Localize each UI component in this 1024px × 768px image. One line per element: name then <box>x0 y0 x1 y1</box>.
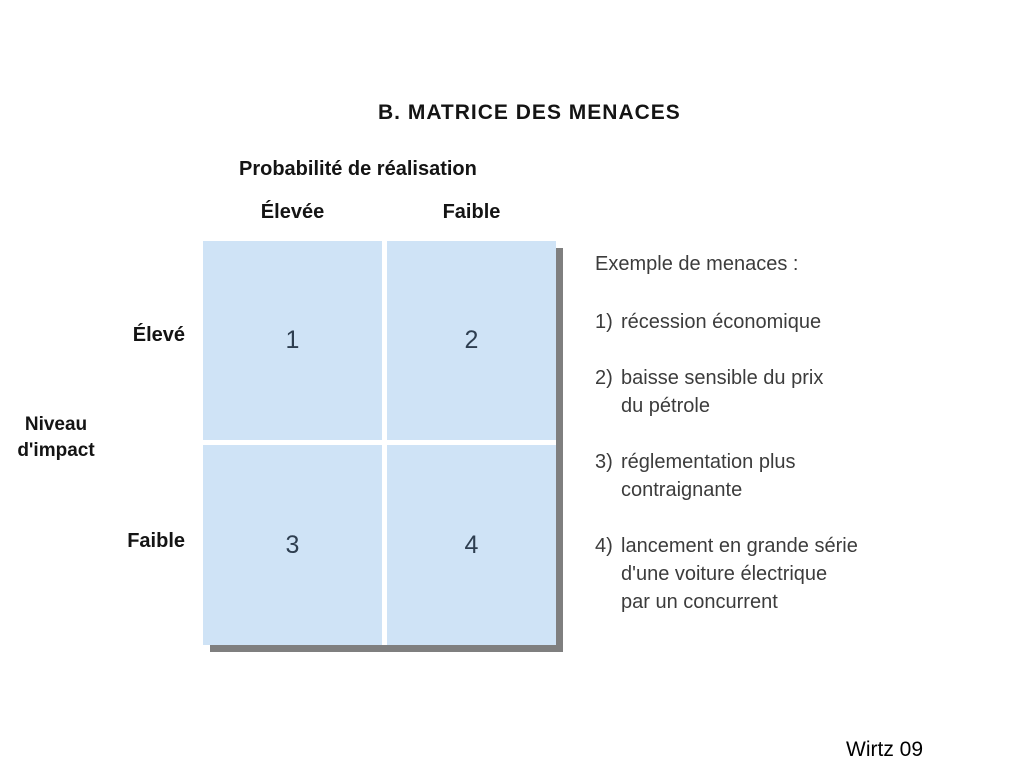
threat-item-text: récession économique <box>621 311 822 333</box>
threat-item-1: 1) récession économique <box>595 308 935 336</box>
column-header-faible: Faible <box>442 201 501 223</box>
threat-item-2: 2) baisse sensible du prix du pétrole <box>595 364 935 420</box>
row-header-faible: Faible <box>127 530 185 552</box>
threat-item-number: 1) <box>595 311 613 333</box>
threat-item-4: 4) lancement en grande série d'une voitu… <box>595 532 935 616</box>
matrix-cell-1: 1 <box>203 241 382 440</box>
row-header-eleve: Élevé <box>132 324 185 346</box>
threat-item-text: réglementation plus contraignante <box>621 451 796 501</box>
matrix-cell-4: 4 <box>387 445 556 645</box>
column-header-elevee: Élevée <box>260 201 325 223</box>
threat-list: 1) récession économique 2) baisse sensib… <box>595 308 935 616</box>
matrix-cell-3: 3 <box>203 445 382 645</box>
matrix-cell-2: 2 <box>387 241 556 440</box>
attribution: Wirtz 09 <box>846 738 924 761</box>
threat-examples-panel: Exemple de menaces : 1) récession économ… <box>595 250 935 616</box>
threat-item-3: 3) réglementation plus contraignante <box>595 448 935 504</box>
threat-item-number: 3) <box>595 451 613 473</box>
threat-matrix: 1 2 3 4 <box>203 241 556 645</box>
page-title: B. MATRICE DES MENACES <box>378 101 681 124</box>
threat-item-text: lancement en grande série d'une voiture … <box>621 535 858 613</box>
threat-item-number: 4) <box>595 535 613 557</box>
threat-item-number: 2) <box>595 367 613 389</box>
threat-item-text: baisse sensible du prix du pétrole <box>621 367 824 417</box>
examples-heading: Exemple de menaces : <box>595 253 799 275</box>
impact-axis-label: Niveau d'impact <box>17 414 95 461</box>
probability-axis-label: Probabilité de réalisation <box>239 158 477 180</box>
